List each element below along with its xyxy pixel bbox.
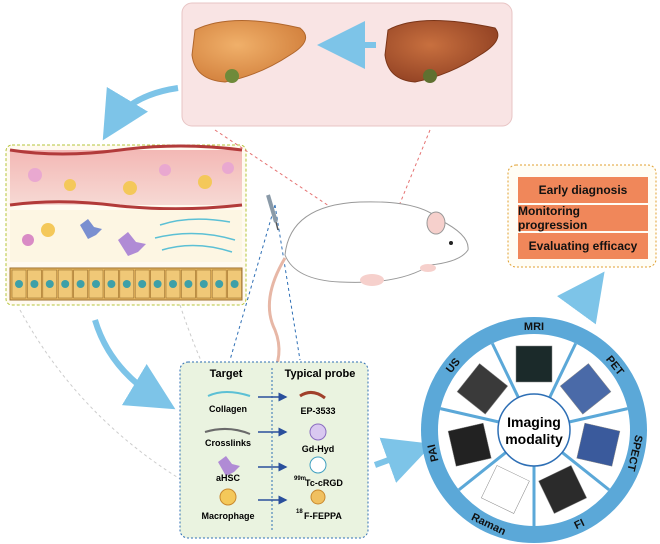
target-macrophage: Macrophage: [201, 511, 254, 521]
wheel-center-line2: modality: [505, 431, 563, 447]
rat-illustration: [267, 201, 469, 381]
hepatocyte-nucleus: [215, 280, 224, 288]
hepatocyte-nucleus: [61, 280, 70, 288]
probe-panel: [179, 361, 369, 539]
healthy-liver: [191, 19, 307, 83]
hepatocyte-nucleus: [230, 280, 239, 288]
hepatocyte-nucleus: [138, 280, 147, 288]
syringe-icon: [266, 194, 279, 231]
wheel-divider: [561, 451, 610, 492]
probe-tc-superscript: 99m: [294, 476, 306, 482]
probe-f-superscript: 18: [296, 509, 303, 515]
arrow-wheel-to-outcomes: [556, 271, 605, 325]
arrow-liver-to-tissue: [102, 85, 179, 141]
arrow-probes-to-wheel: [373, 437, 433, 483]
modality-label-mri: MRI: [524, 321, 544, 333]
probe-gdhyd: Gd-Hyd: [302, 444, 335, 454]
modality-thumbnail-raman: [481, 465, 530, 514]
fibrotic-liver: [384, 19, 499, 83]
outcome-evaluating-efficacy: Evaluating efficacy: [518, 233, 648, 259]
modality-thumbnail-pai: [447, 422, 492, 467]
modality-label-pai: PAI: [426, 443, 442, 463]
hepatocyte-nucleus: [122, 280, 131, 288]
wheel-divider: [458, 451, 507, 492]
hepatocyte-nucleus: [153, 280, 162, 288]
outcome-monitoring-progression: Monitoring progression: [518, 204, 648, 232]
hepatocyte-cells: [11, 269, 242, 299]
hepatocyte-nucleus: [15, 280, 23, 288]
probe-ep3533: EP-3533: [300, 406, 335, 416]
wheel-divider: [440, 407, 500, 424]
probe-tccrgd: Tc-cRGD: [305, 478, 343, 488]
hepatocyte-nucleus: [45, 280, 54, 288]
modality-label-fi: FI: [573, 517, 587, 532]
hepatocyte-nucleus: [199, 280, 208, 288]
modality-thumbnail-mri: [515, 345, 553, 383]
hepatocyte-nucleus: [169, 280, 177, 288]
hepatocyte-nucleus: [30, 280, 39, 288]
imaging-wheel: [421, 317, 647, 543]
modality-thumbnail-fi: [538, 465, 587, 514]
liver-panel: [181, 2, 513, 127]
modality-thumbnail-us: [456, 363, 509, 415]
wheel-center-line1: Imaging: [507, 414, 561, 430]
modality-thumbnail-pet: [559, 363, 612, 415]
modality-thumbnail-spect: [576, 422, 621, 467]
outcome-early-diagnosis: Early diagnosis: [518, 177, 648, 203]
hepatocyte-nucleus: [184, 280, 193, 288]
hepatocyte-nucleus: [76, 280, 85, 288]
target-header: Target: [210, 368, 243, 380]
target-collagen: Collagen: [209, 404, 247, 414]
target-crosslinks: Crosslinks: [205, 438, 251, 448]
hepatocyte-nucleus: [92, 280, 100, 288]
wheel-divider: [548, 342, 578, 399]
probe-ffeppa: F-FEPPA: [304, 511, 342, 521]
wheel-divider: [568, 407, 628, 424]
wheel-divider: [490, 342, 520, 399]
target-ahsc: aHSC: [216, 473, 241, 483]
probe-header: Typical probe: [285, 368, 356, 380]
hepatocyte-nucleus: [107, 280, 116, 288]
arrow-tissue-to-probes: [92, 319, 176, 410]
